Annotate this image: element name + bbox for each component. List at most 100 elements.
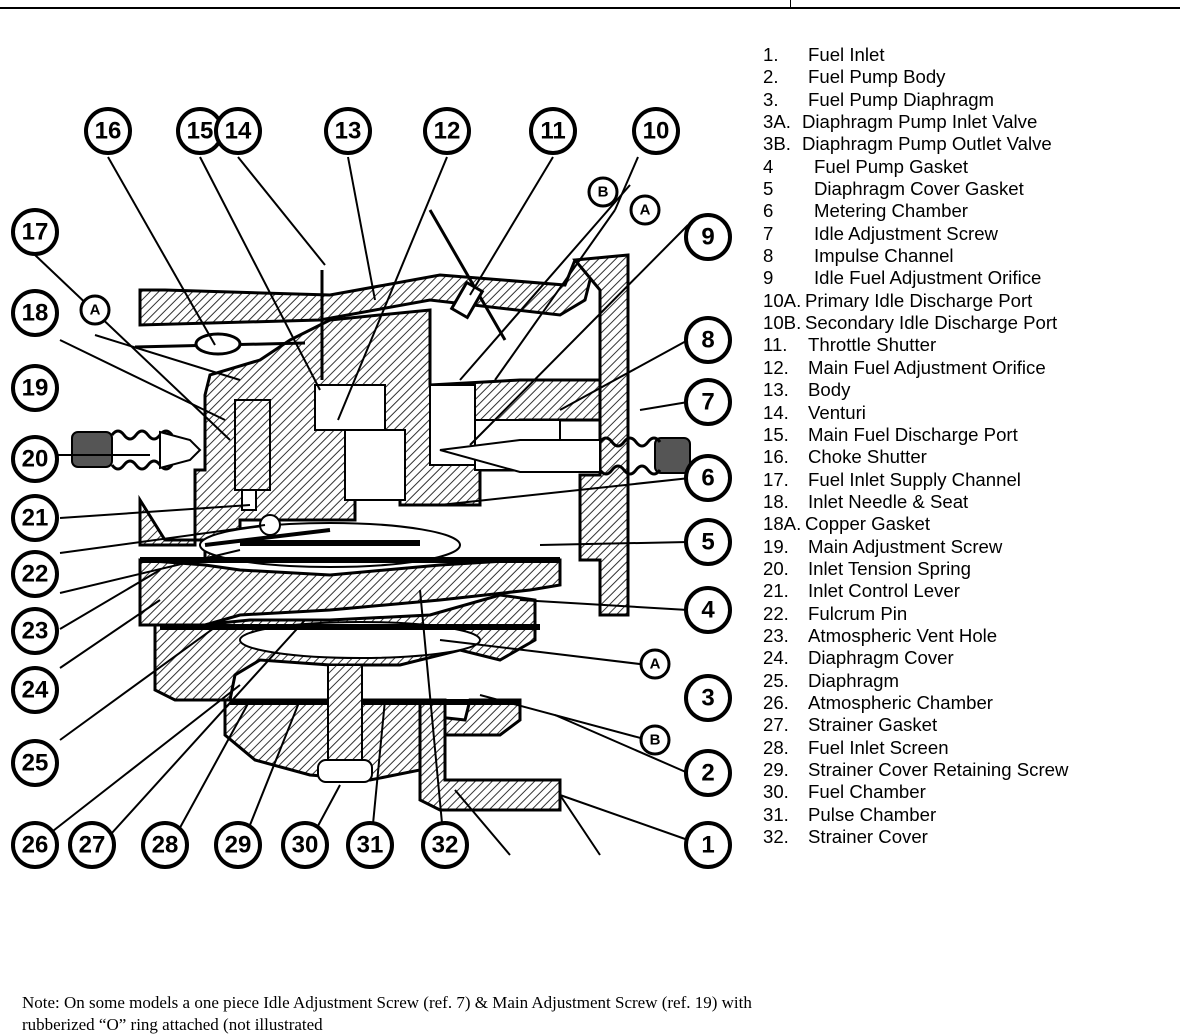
svg-text:19: 19 [22,375,49,402]
svg-text:13: 13 [335,118,362,145]
legend-item: 10A.Primary Idle Discharge Port [763,289,1033,311]
callout-3a: A [639,648,671,680]
svg-text:14: 14 [225,118,252,145]
legend-item: 23.Atmospheric Vent Hole [763,624,998,646]
callout-20: 20 [11,435,59,483]
top-rule-right [791,7,1180,9]
svg-text:A: A [650,656,661,673]
legend-item: 10B.Secondary Idle Discharge Port [763,312,1058,334]
svg-text:A: A [640,202,651,219]
svg-text:B: B [598,184,609,201]
svg-text:1: 1 [701,832,714,859]
callout-25: 25 [11,739,59,787]
svg-text:2: 2 [701,760,714,787]
parts-legend: 1.Fuel Inlet 2.Fuel Pump Body 3.Fuel Pum… [763,44,1180,848]
callout-8: 8 [684,316,732,364]
strainer-retaining-screw [317,664,373,783]
callout-17: 17 [11,208,59,256]
svg-text:9: 9 [701,224,714,251]
legend-item: 25.Diaphragm [763,669,899,691]
callout-26: 26 [11,821,59,869]
callout-22: 22 [11,550,59,598]
svg-text:26: 26 [22,832,49,859]
callout-32: 32 [421,821,469,869]
svg-text:24: 24 [22,677,49,704]
svg-text:30: 30 [292,832,319,859]
footnote: Note: On some models a one piece Idle Ad… [22,993,752,1034]
svg-text:25: 25 [22,750,49,777]
legend-item: 29.Strainer Cover Retaining Screw [763,759,1069,780]
top-rule-divider [790,0,791,9]
callout-29: 29 [214,821,262,869]
svg-text:15: 15 [187,118,214,145]
legend-item: 11.Throttle Shutter [763,334,937,356]
svg-text:16: 16 [95,118,122,145]
callout-27: 27 [68,821,116,869]
callout-18: 18 [11,289,59,337]
legend-item: 15.Main Fuel Discharge Port [763,423,1018,445]
legend-item: 1.Fuel Inlet [763,44,885,65]
callout-24: 24 [11,666,59,714]
legend-item: 16.Choke Shutter [763,446,927,468]
callout-12: 12 [423,107,471,155]
legend-item: 17.Fuel Inlet Supply Channel [763,468,1021,490]
svg-text:11: 11 [540,118,565,145]
svg-text:28: 28 [152,832,179,859]
legend-item: 21.Inlet Control Lever [763,580,960,602]
callout-7: 7 [684,378,732,426]
legend-item: 24.Diaphragm Cover [763,647,954,669]
legend-item: 19.Main Adjustment Screw [763,535,1003,557]
callout-19: 19 [11,364,59,412]
gaskets-and-diaphragms [140,540,560,705]
svg-text:27: 27 [79,832,106,859]
svg-text:5: 5 [701,529,714,556]
svg-text:A: A [90,302,101,319]
svg-text:29: 29 [225,832,252,859]
legend-item: 18.Inlet Needle & Seat [763,490,969,512]
svg-text:B: B [650,732,661,749]
legend-item: 18A.Copper Gasket [763,513,931,535]
callout-5: 5 [684,518,732,566]
callout-9: 9 [684,213,732,261]
callout-21: 21 [11,494,59,542]
svg-text:8: 8 [701,327,714,354]
svg-text:20: 20 [22,446,49,473]
legend-item: 12.Main Fuel Adjustment Orifice [763,356,1046,378]
callout-2: 2 [684,749,732,797]
callout-13: 13 [324,107,372,155]
svg-text:3: 3 [701,685,714,712]
legend-item: 3A.Diaphragm Pump Inlet Valve [763,111,1038,133]
svg-text:32: 32 [432,832,459,859]
callout-31: 31 [346,821,394,869]
svg-text:21: 21 [22,505,49,532]
callout-10b: B [587,176,619,208]
legend-item: 31.Pulse Chamber [763,803,937,825]
callout-1: 1 [684,821,732,869]
callout-3b: B [639,724,671,756]
svg-text:12: 12 [434,118,461,145]
legend-item: 14.Venturi [763,401,866,423]
svg-text:7: 7 [701,389,714,416]
main-adjustment-screw [71,429,202,471]
legend-item: 32.Strainer Cover [763,826,928,848]
idle-adjustment-screw [439,436,691,476]
svg-text:17: 17 [22,219,49,246]
callout-23: 23 [11,607,59,655]
svg-text:6: 6 [701,465,714,492]
callout-3: 3 [684,674,732,722]
legend-item: 26.Atmospheric Chamber [763,691,993,713]
svg-text:10: 10 [643,118,670,145]
callout-10: 10 [632,107,680,155]
inlet-needle [204,399,331,547]
callout-10a: A [629,194,661,226]
legend-item: 28.Fuel Inlet Screen [763,736,949,758]
legend-item: 2.Fuel Pump Body [763,66,946,88]
svg-text:18: 18 [22,300,49,327]
svg-text:31: 31 [357,832,384,859]
svg-text:4: 4 [701,597,715,624]
